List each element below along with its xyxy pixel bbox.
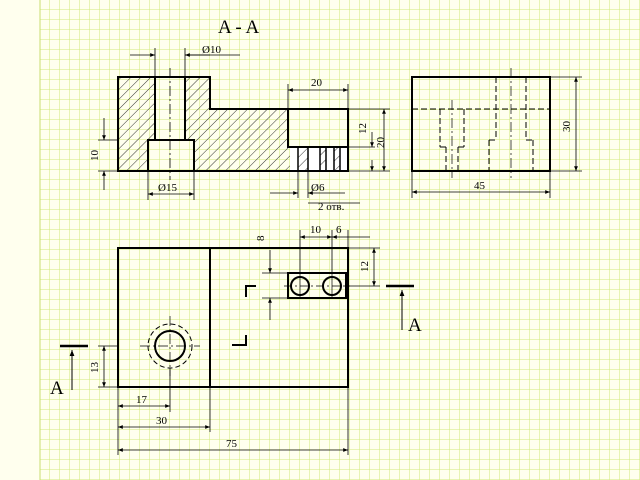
section-hatch-rib-2 (320, 147, 326, 171)
cut-plane-marks (60, 284, 414, 390)
dim-d15: Ø15 (158, 182, 177, 194)
dim-6-plan: 6 (336, 224, 342, 236)
section-hatch-left (118, 77, 155, 171)
dim-75-plan: 75 (226, 438, 238, 450)
side-dimensions (411, 76, 582, 198)
dim-17-plan: 17 (136, 394, 148, 406)
section-corner-top (245, 285, 256, 297)
dim-20-top: 20 (311, 77, 323, 89)
dim-45-side: 45 (474, 180, 486, 192)
dim-10-left: 10 (89, 150, 101, 162)
plan-view-outline (117, 247, 349, 388)
dim-30-plan: 30 (156, 415, 168, 427)
holes-note: 2 отв. (318, 201, 345, 213)
dim-d6: Ø6 (311, 182, 325, 194)
dim-13-plan: 13 (89, 362, 101, 374)
plan-view (117, 247, 350, 388)
dim-20-right: 20 (375, 137, 387, 149)
section-hatch-middle (185, 77, 290, 171)
dim-12-right: 12 (357, 123, 369, 134)
dim-12-plan: 12 (359, 261, 371, 272)
section-hatch-rib-3 (334, 147, 340, 171)
slot-outline (287, 272, 347, 299)
section-corner-bottom (232, 335, 247, 346)
dim-10-plan: 10 (310, 224, 322, 236)
dim-30-side: 30 (561, 121, 573, 133)
cut-label-left: A (50, 378, 64, 399)
cut-label-right: A (408, 315, 422, 336)
grid-paper (40, 0, 640, 480)
side-view (411, 68, 551, 178)
side-view-outline (411, 76, 551, 172)
plan-dimensions (98, 230, 380, 455)
dim-d10: Ø10 (202, 44, 221, 56)
dim-8-plan: 8 (255, 235, 267, 241)
section-title: A - A (218, 17, 259, 38)
section-dimensions (98, 48, 390, 204)
section-hatch-rib-1 (298, 147, 308, 171)
counterbore-outline (147, 139, 195, 171)
